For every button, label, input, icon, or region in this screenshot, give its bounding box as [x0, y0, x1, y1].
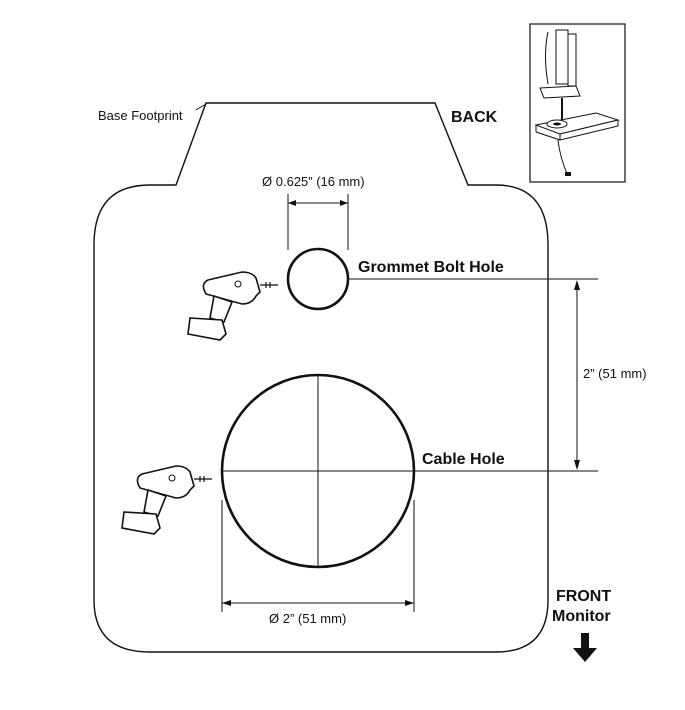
grommet-dim-arrow-left	[288, 200, 296, 206]
cable-diameter-label: Ø 2” (51 mm)	[269, 611, 346, 626]
grommet-bolt-hole	[286, 247, 350, 311]
base-footprint-leader	[195, 103, 207, 111]
base-footprint-label: Base Footprint	[98, 108, 183, 123]
base-footprint-outline	[93, 102, 549, 653]
grommet-bolt-hole-label: Grommet Bolt Hole	[358, 259, 504, 276]
cable-dim-arrow-right	[405, 600, 414, 606]
cable-hole-label: Cable Hole	[422, 451, 505, 468]
grommet-dim-arrow-right	[340, 200, 348, 206]
drill-bottom-icon	[121, 465, 212, 535]
desk-mount-inset-illustration	[529, 23, 626, 183]
monitor-label: Monitor	[552, 608, 611, 625]
spacing-dim-arrow-top	[574, 280, 580, 290]
grommet-diameter-label: Ø 0.625” (16 mm)	[262, 174, 365, 189]
spacing-label: 2” (51 mm)	[583, 366, 647, 381]
front-label: FRONT	[556, 588, 611, 605]
spacing-dim-arrow-bottom	[574, 460, 580, 470]
front-arrow-icon	[573, 633, 597, 662]
drill-top-icon	[187, 271, 278, 341]
back-label: BACK	[451, 109, 498, 126]
cable-dim-arrow-left	[222, 600, 231, 606]
